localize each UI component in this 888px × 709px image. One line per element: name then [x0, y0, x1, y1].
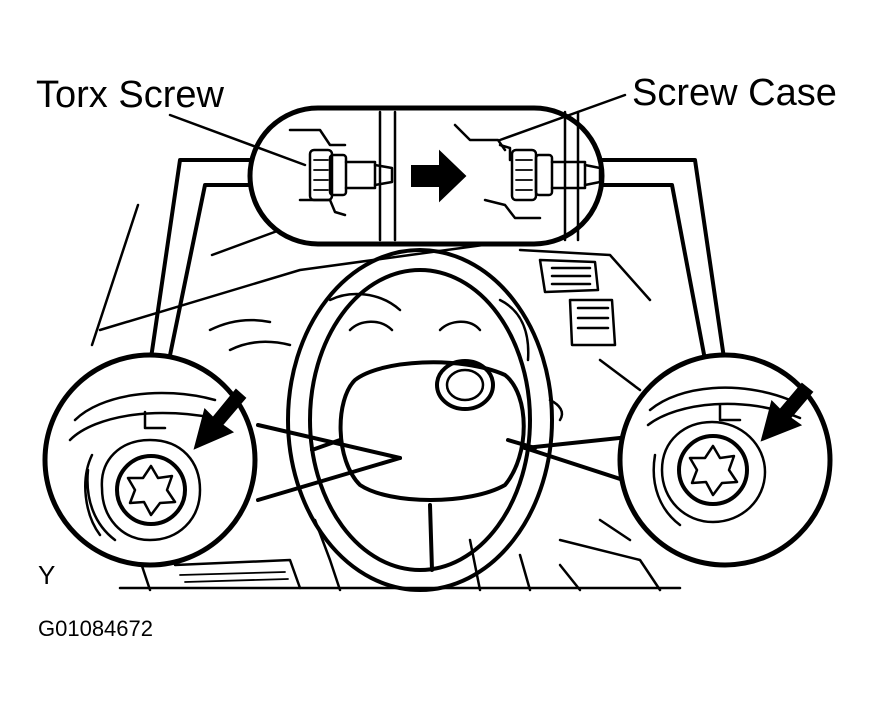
left-pointer-arrow-icon: [193, 388, 247, 450]
right-pointer-arrow-icon: [760, 382, 814, 442]
dashboard-lines: [90, 203, 682, 592]
torx-screw-leader: [168, 113, 307, 167]
torx-screw-label: Torx Screw: [36, 74, 224, 116]
screw-case-label: Screw Case: [632, 72, 837, 114]
torx-head-icon: [126, 464, 177, 517]
left-torx-detail: [42, 352, 258, 568]
steering-wheel: [286, 248, 564, 592]
screw-case-leader: [498, 93, 627, 142]
figure-id: G01084672: [38, 616, 153, 641]
right-torx-detail: [617, 352, 833, 568]
screw-case-inset: [247, 105, 605, 247]
torx-head-icon-right: [688, 444, 739, 497]
view-label: Y: [38, 560, 56, 590]
direction-arrow-icon: [411, 149, 467, 203]
